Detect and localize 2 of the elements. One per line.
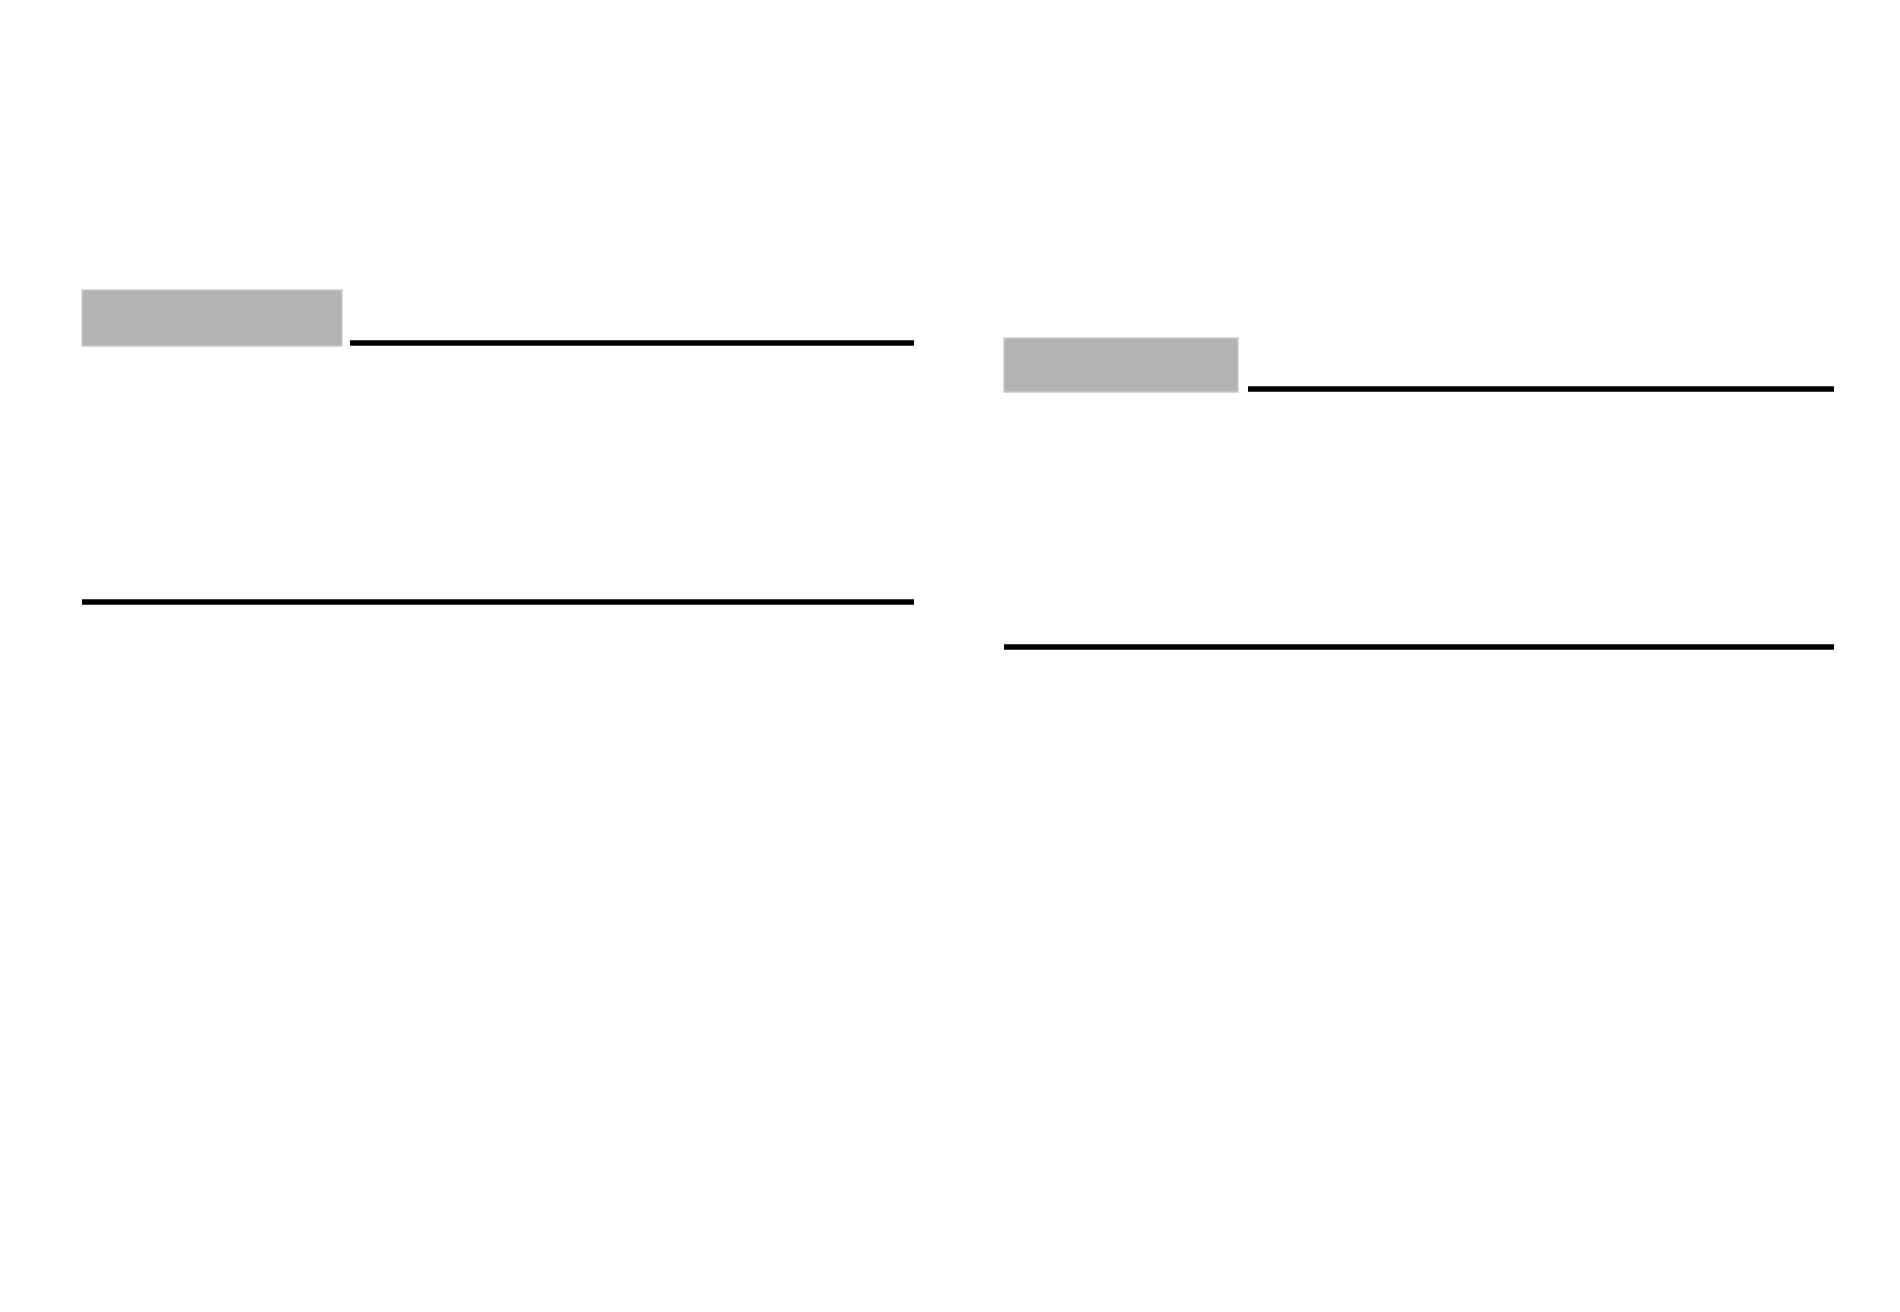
header-tab (81, 289, 343, 347)
header-tab (1003, 337, 1239, 393)
